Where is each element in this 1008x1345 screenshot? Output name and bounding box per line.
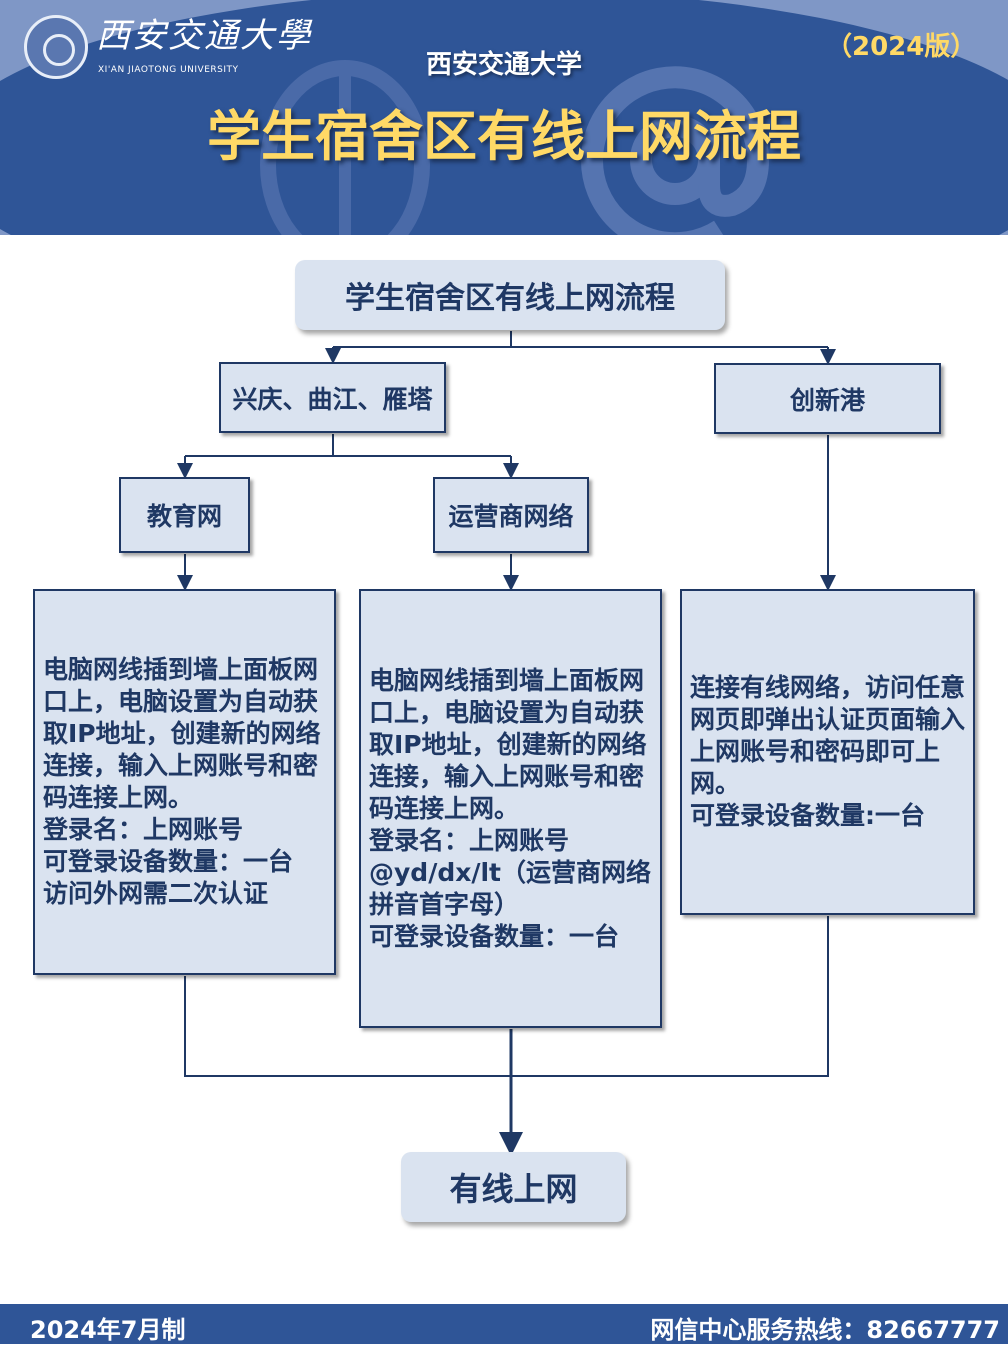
flow-final-node: 有线上网 <box>401 1152 626 1222</box>
chuangxingang-steps: 连接有线网络，访问任意网页即弹出认证页面输入上网账号和密码即可上网。 可登录设备… <box>680 589 975 915</box>
carrier-network-steps: 电脑网线插到墙上面板网口上，电脑设置为自动获取IP地址，创建新的网络连接，输入上… <box>359 589 662 1028</box>
at-sign-icon <box>581 66 770 235</box>
logo-text-en: XI'AN JIAOTONG UNIVERSITY <box>98 65 239 75</box>
header-banner: 西安交通大學 XI'AN JIAOTONG UNIVERSITY 西安交通大学 … <box>0 0 1008 235</box>
campus-xingqing-qujiang-yanta-node: 兴庆、曲江、雁塔 <box>219 362 446 433</box>
footer-hotline: 网信中心服务热线：82667777 <box>650 1316 1000 1344</box>
page-title: 学生宿舍区有线上网流程 <box>207 105 801 168</box>
logo-text-cn: 西安交通大學 <box>96 16 312 56</box>
campus-chuangxingang-node: 创新港 <box>714 363 941 434</box>
version-label: （2024版） <box>826 32 977 62</box>
university-seal-logo <box>24 15 88 79</box>
flow-root-node: 学生宿舍区有线上网流程 <box>295 260 725 330</box>
university-name: 西安交通大学 <box>425 50 582 80</box>
education-network-steps: 电脑网线插到墙上面板网口上，电脑设置为自动获取IP地址，创建新的网络连接，输入上… <box>33 589 336 975</box>
banner-ellipse <box>0 0 1008 235</box>
footer-date: 2024年7月制 <box>30 1316 186 1344</box>
footer-bar: 2024年7月制 网信中心服务热线：82667777 <box>0 1304 1008 1344</box>
carrier-network-node: 运营商网络 <box>433 477 589 553</box>
education-network-node: 教育网 <box>119 477 250 553</box>
